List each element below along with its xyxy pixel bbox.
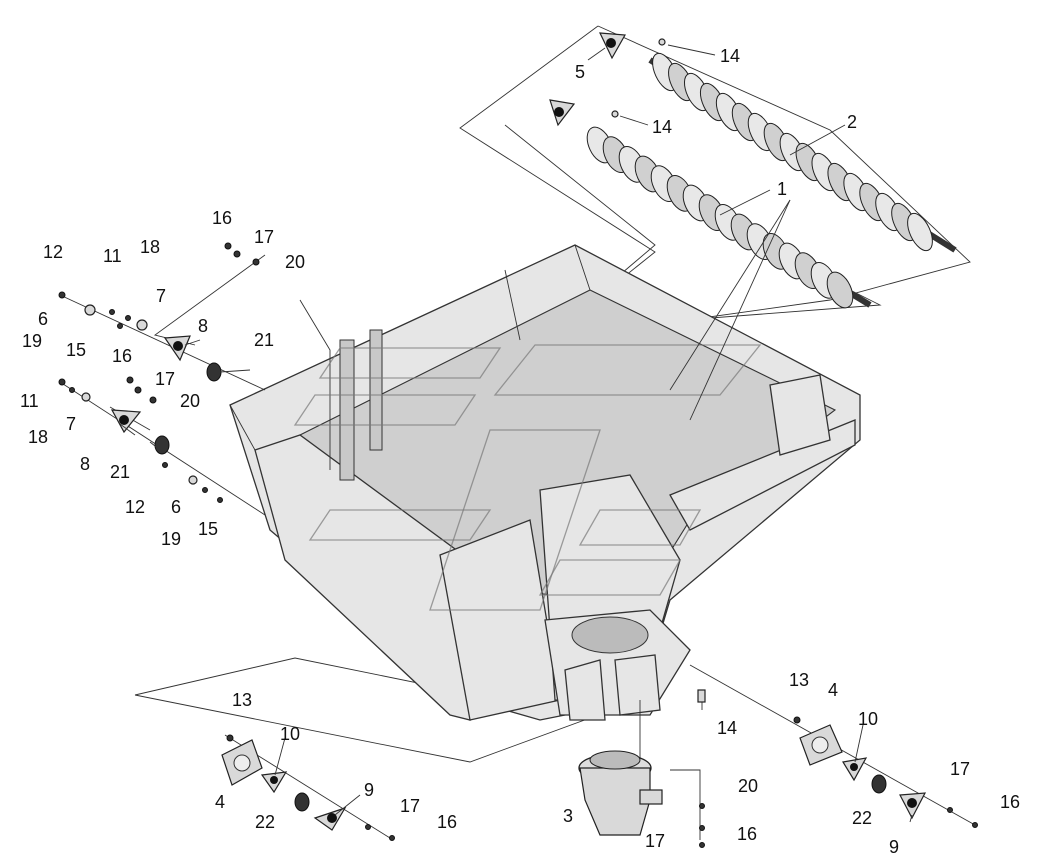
callout-22: 22 [852,808,872,828]
callout-15: 15 [66,340,86,360]
callout-12: 12 [43,242,63,262]
callout-11: 11 [103,246,122,266]
callout-4: 4 [215,792,225,812]
callout-12: 12 [125,497,145,517]
callout-16: 16 [112,346,132,366]
callout-19: 19 [161,529,181,549]
callout-9: 9 [364,780,374,800]
callout-17: 17 [645,831,665,851]
callout-18: 18 [28,427,48,447]
bottom-left-assembly [221,734,395,841]
callout-16: 16 [212,208,232,228]
callout-11: 11 [20,391,39,411]
gearbox [578,700,705,848]
callout-20: 20 [180,391,200,411]
callout-20: 20 [285,252,305,272]
auger-flight [907,212,933,252]
watermark-logo [293,344,762,611]
callout-1: 1 [777,179,787,199]
callout-leaders [119,44,913,823]
callout-21: 21 [254,330,274,350]
callout-5: 5 [575,62,585,82]
callout-20: 20 [738,776,758,796]
callout-14: 14 [720,46,740,66]
callout-13: 13 [789,670,809,690]
auger-2 [648,52,957,253]
callout-7: 7 [156,286,166,306]
callout-18: 18 [140,237,160,257]
callout-22: 22 [255,812,275,832]
callout-8: 8 [198,316,208,336]
callout-16: 16 [737,824,757,844]
hopper-body [229,244,861,721]
callout-19: 19 [22,331,42,351]
callout-10: 10 [858,709,878,729]
callout-2: 2 [847,112,857,132]
callout-14: 14 [652,117,672,137]
callout-10: 10 [280,724,300,744]
left-lower-parts [58,376,266,516]
left-upper-parts [58,242,266,391]
callout-17: 17 [254,227,274,247]
callout-6: 6 [38,309,48,329]
callout-3: 3 [563,806,573,826]
callout-13: 13 [232,690,252,710]
auger-bearings [549,32,666,127]
callout-14: 14 [717,718,737,738]
auger-flight [826,271,854,309]
auger-1 [586,126,872,309]
callout-8: 8 [80,454,90,474]
callout-17: 17 [155,369,175,389]
callout-labels: 1 2 3 4 4 5 6 6 7 7 8 8 9 9 10 10 11 11 … [20,46,1020,857]
callout-9: 9 [889,837,899,857]
callout-15: 15 [198,519,218,539]
callout-16: 16 [437,812,457,832]
callout-17: 17 [400,796,420,816]
bottom-right-assembly [689,664,978,828]
callout-16: 16 [1000,792,1020,812]
callout-6: 6 [171,497,181,517]
callout-4: 4 [828,680,838,700]
callout-7: 7 [66,414,76,434]
callout-17: 17 [950,759,970,779]
callout-21: 21 [110,462,130,482]
